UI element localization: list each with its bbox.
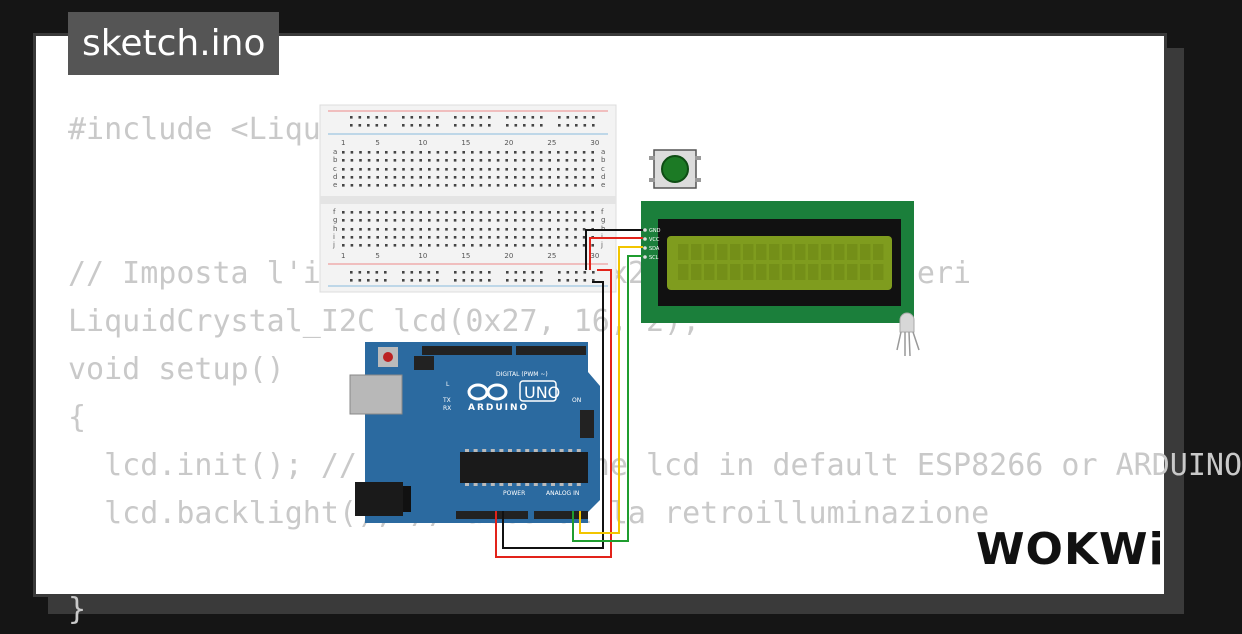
l-led-label: L	[446, 381, 450, 388]
code-line: }	[68, 592, 87, 627]
wire-vcc-bb	[589, 237, 643, 270]
led[interactable]	[896, 312, 920, 357]
wire-yellow	[579, 246, 643, 534]
breadboard-row-label: i	[333, 233, 335, 241]
breadboard-row-label: g	[333, 216, 337, 224]
breadboard-row-label: e	[601, 181, 605, 189]
breadboard-row-label: c	[333, 165, 337, 173]
breadboard-column-label: 30	[590, 139, 599, 147]
breadboard-row-label: h	[333, 225, 337, 233]
breadboard-column-label: 10	[418, 139, 427, 147]
breadboard-row-label: j	[600, 241, 603, 249]
arduino-brand: ARDUINO	[468, 403, 529, 413]
lcd-pin-label: SCL	[649, 255, 659, 261]
arduino-model: UNO	[524, 383, 560, 402]
breadboard-column-label: 15	[461, 139, 470, 147]
breadboard-row-label: f	[333, 208, 336, 216]
breadboard-row-label: b	[333, 156, 338, 164]
breadboard-row-label: a	[333, 148, 337, 156]
on-label: ON	[572, 397, 581, 404]
analog-label: ANALOG IN	[546, 490, 579, 497]
breadboard-column-label: 1	[341, 139, 345, 147]
rx-label: RX	[443, 405, 451, 412]
lcd-pin-label: GND	[649, 228, 661, 234]
wire-red	[495, 269, 612, 558]
breadboard-column-label: 1	[341, 252, 345, 260]
breadboard-column-label: 20	[504, 139, 513, 147]
breadboard-row-label: d	[601, 173, 605, 181]
wire-green	[572, 255, 643, 542]
breadboard-column-label: 5	[375, 139, 379, 147]
breadboard-column-label: 5	[375, 252, 379, 260]
breadboard-column-label: 15	[461, 252, 470, 260]
breadboard-row-label: f	[601, 208, 604, 216]
breadboard-column-label: 30	[590, 252, 599, 260]
digital-label: DIGITAL (PWM ~)	[496, 371, 548, 378]
arduino-uno[interactable]: DIGITAL (PWM ~) ARDUINO UNO ON L TX RX P…	[349, 342, 600, 523]
power-label: POWER	[503, 490, 525, 497]
breadboard-row-label: j	[332, 241, 335, 249]
wires	[495, 229, 643, 558]
breadboard-row-label: g	[601, 216, 605, 224]
breadboard-row-label: c	[601, 165, 605, 173]
push-button[interactable]	[649, 149, 701, 189]
wire-black	[502, 281, 604, 549]
tx-label: TX	[442, 397, 451, 404]
breadboard-column-label: 10	[418, 252, 427, 260]
breadboard-row-label: b	[601, 156, 606, 164]
breadboard-row-label: d	[333, 173, 337, 181]
breadboard-column-label: 20	[504, 252, 513, 260]
breadboard-column-label: 25	[547, 139, 556, 147]
code-line: {	[68, 400, 87, 435]
lcd-pin-label: SDA	[649, 246, 660, 252]
breadboard-row-label: a	[601, 148, 605, 156]
wokwi-logo[interactable]: WOKWi	[976, 524, 1165, 575]
breadboard-row-label: e	[333, 181, 337, 189]
arduino-infinity-logo	[467, 383, 508, 401]
file-tab[interactable]: sketch.ino	[68, 12, 280, 75]
lcd-pin-label: VCC	[649, 237, 660, 243]
wire-gnd-bb	[585, 229, 643, 270]
lcd-display[interactable]: GND VCC SDA SCL	[641, 201, 914, 323]
code-line: void setup()	[68, 352, 285, 387]
breadboard-column-label: 25	[547, 252, 556, 260]
